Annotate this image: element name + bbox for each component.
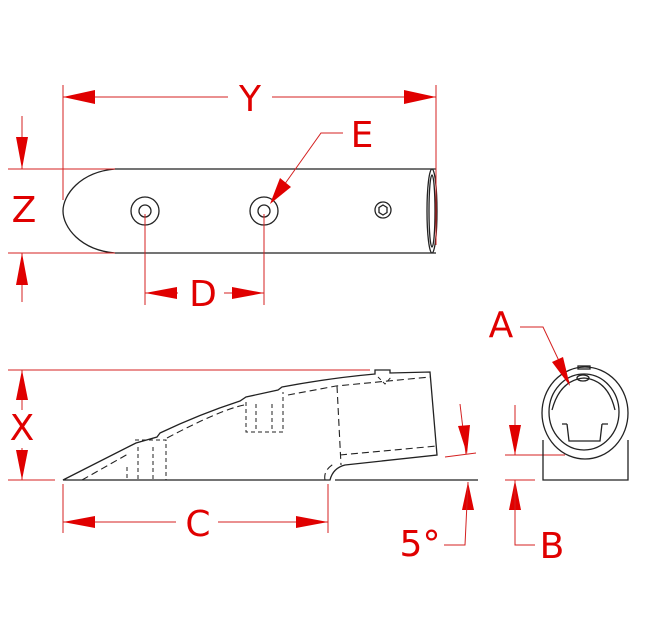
dimension-x: X [8, 369, 370, 481]
callout-e: E [270, 115, 373, 204]
end-view-base [542, 440, 629, 481]
tube-end-ellipse [426, 168, 438, 254]
callout-a: A [489, 305, 570, 386]
end-view [541, 365, 629, 481]
side-view-outline [62, 369, 438, 481]
set-screw [576, 374, 590, 382]
dimension-y: Y [62, 79, 437, 245]
label-y: Y [238, 79, 262, 120]
dimension-c: C [62, 484, 329, 545]
label-a: A [489, 305, 514, 346]
end-view-channel [562, 423, 608, 442]
label-d: D [189, 274, 217, 315]
hidden-lines [81, 376, 438, 481]
dimension-z: Z [8, 116, 115, 302]
set-screw-hole [374, 201, 392, 219]
dimension-angle: 5° [400, 403, 477, 565]
end-view-outer [541, 366, 629, 460]
label-x: X [10, 408, 35, 449]
hidden-screw-holes [126, 375, 393, 481]
label-c: C [185, 504, 210, 545]
end-view-inner [548, 373, 620, 451]
side-view [62, 369, 478, 481]
label-b: B [540, 526, 565, 567]
tube-end-inner [428, 174, 436, 248]
top-view [62, 168, 438, 254]
dimension-b: B [505, 405, 565, 567]
top-view-outline [62, 168, 436, 254]
label-angle: 5° [400, 524, 441, 565]
label-e: E [351, 115, 374, 156]
label-z: Z [12, 190, 37, 231]
dimension-d: D [144, 214, 265, 315]
